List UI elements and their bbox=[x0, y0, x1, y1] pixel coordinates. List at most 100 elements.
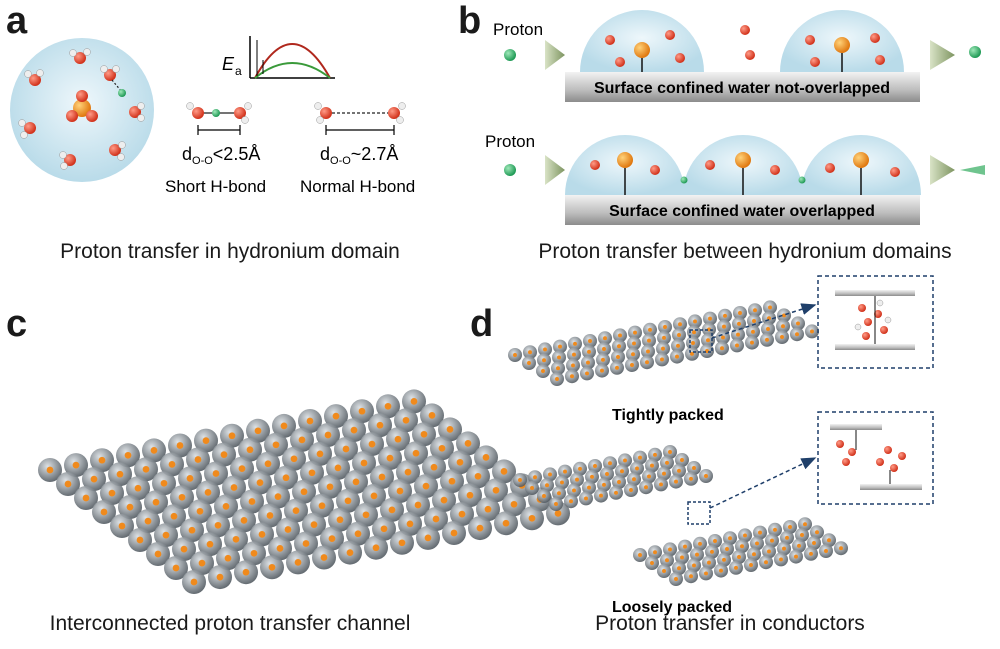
network-bead-core bbox=[410, 398, 418, 405]
network-bead-core bbox=[736, 332, 740, 337]
proton-out-icon bbox=[969, 46, 981, 58]
network-bead-core bbox=[753, 308, 757, 313]
network-bead-core bbox=[292, 507, 300, 514]
network-bead-core bbox=[422, 482, 430, 490]
network-bead-core bbox=[631, 352, 635, 357]
network-bead-core bbox=[766, 327, 770, 331]
network-bead-core bbox=[713, 539, 717, 543]
network-bead-core bbox=[719, 568, 723, 573]
network-bead-core bbox=[214, 521, 222, 529]
network-bead-core bbox=[168, 461, 176, 468]
energy-barrier-plot: E a bbox=[222, 36, 335, 79]
network-bead-core bbox=[695, 552, 699, 557]
network-bead-core bbox=[188, 526, 196, 534]
network-bead-core bbox=[276, 545, 284, 552]
network-bead-core bbox=[665, 460, 669, 465]
network-bead-core bbox=[406, 520, 414, 528]
network-bead-core bbox=[785, 535, 789, 540]
water-dome-1 bbox=[580, 10, 704, 72]
network-bead-core bbox=[324, 431, 332, 439]
network-bead-core bbox=[722, 324, 726, 329]
network-bead-core bbox=[238, 465, 246, 472]
normal-d-label: dO-O~2.7Å bbox=[320, 144, 398, 167]
network-bead-core bbox=[302, 540, 310, 547]
network-bead-core bbox=[232, 535, 240, 543]
short-hbond-illustration bbox=[186, 102, 252, 135]
network-bead-core bbox=[150, 447, 158, 454]
network-bead-core bbox=[144, 517, 152, 525]
network-bead-core bbox=[118, 522, 126, 530]
panel-letter-c: c bbox=[6, 303, 28, 345]
network-bead-core bbox=[336, 516, 344, 524]
network-bead-core bbox=[630, 363, 634, 367]
network-bead-core bbox=[674, 479, 678, 484]
network-bead-core bbox=[202, 437, 210, 444]
proton-label-top: Proton bbox=[493, 20, 543, 39]
panel-b: Proton Surface confined water not-overla… bbox=[485, 10, 985, 225]
network-bead-core bbox=[707, 327, 711, 332]
proton-icon-bottom bbox=[504, 164, 516, 176]
loose-sheet-lower bbox=[633, 517, 848, 586]
network-bead-core bbox=[615, 365, 619, 370]
energy-axis-subscript: a bbox=[235, 64, 242, 78]
network-bead-core bbox=[693, 319, 697, 324]
network-bead-core bbox=[827, 538, 831, 543]
network-bead-core bbox=[815, 530, 819, 535]
arrow-out-icon-bottom bbox=[930, 155, 955, 185]
network-bead-core bbox=[689, 574, 693, 579]
network-bead-core bbox=[691, 341, 695, 345]
network-bead-core bbox=[648, 327, 652, 332]
network-bead-core bbox=[593, 464, 597, 468]
network-bead-core bbox=[528, 514, 536, 522]
network-bead-core bbox=[650, 463, 654, 468]
network-bead-core bbox=[440, 496, 448, 504]
network-bead-core bbox=[645, 360, 649, 365]
network-bead-core bbox=[320, 554, 328, 561]
network-bead-core bbox=[573, 341, 577, 346]
network-bead-core bbox=[170, 512, 178, 520]
network-bead-core bbox=[752, 319, 756, 323]
network-bead-core bbox=[344, 497, 352, 505]
proton-icon bbox=[504, 49, 516, 61]
network-bead-core bbox=[482, 454, 490, 461]
water-molecule-icons bbox=[18, 48, 145, 170]
network-bead-core bbox=[198, 559, 206, 567]
network-bead-core bbox=[542, 494, 546, 498]
network-bead-core bbox=[668, 450, 672, 454]
network-bead-core bbox=[456, 458, 464, 466]
network-bead-core bbox=[212, 470, 220, 477]
network-bead-core bbox=[100, 508, 108, 516]
network-bead-core bbox=[617, 480, 621, 484]
network-bead-core bbox=[230, 484, 238, 491]
network-bead-core bbox=[448, 477, 456, 485]
network-bead-core bbox=[464, 440, 472, 447]
network-bead-core bbox=[710, 549, 714, 554]
network-bead-core bbox=[142, 465, 150, 473]
tight-label: Tightly packed bbox=[612, 407, 724, 424]
network-bead-core bbox=[527, 361, 531, 365]
network-bead-core bbox=[632, 341, 636, 346]
network-bead-core bbox=[623, 458, 627, 463]
network-bead-core bbox=[228, 432, 236, 440]
network-bead-core bbox=[599, 493, 603, 498]
panel-letter-b: b bbox=[458, 0, 482, 42]
network-bead-core bbox=[372, 544, 380, 552]
network-bead-core bbox=[136, 536, 144, 544]
network-bead-core bbox=[587, 349, 591, 354]
network-bead-core bbox=[300, 488, 308, 496]
short-hbond-label: Short H-bond bbox=[165, 177, 266, 196]
network-bead-core bbox=[554, 510, 562, 517]
network-bead-core bbox=[318, 502, 326, 510]
network-bead-core bbox=[674, 577, 678, 581]
network-bead-core bbox=[723, 313, 727, 318]
network-bead-core bbox=[334, 464, 342, 472]
network-bead-core bbox=[677, 468, 681, 473]
network-bead-core bbox=[134, 484, 142, 492]
network-bead-core bbox=[689, 476, 693, 481]
network-bead-core bbox=[755, 541, 759, 546]
network-bead-core bbox=[653, 452, 657, 457]
network-bead-core bbox=[602, 482, 606, 487]
network-bead-core bbox=[46, 466, 54, 474]
panel-d: Tightly packed Loosely packed bbox=[508, 275, 934, 616]
